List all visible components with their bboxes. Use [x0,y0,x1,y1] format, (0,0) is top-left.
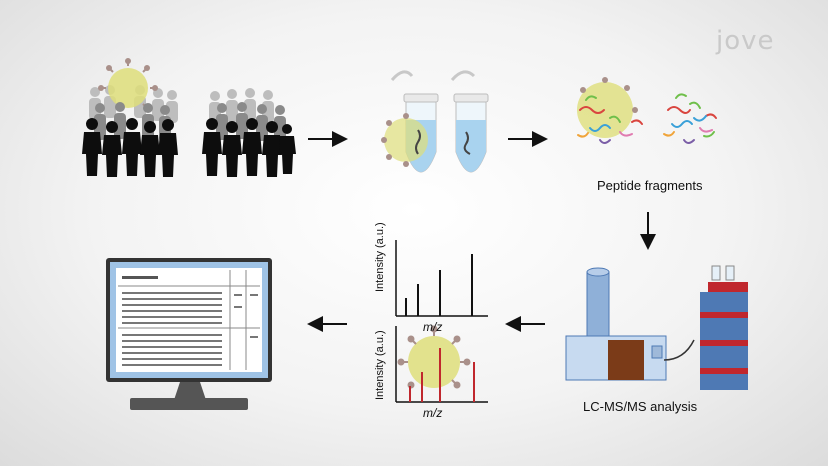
computer-monitor-icon [106,258,272,410]
lcms-analysis-label: LC-MS/MS analysis [583,399,698,414]
spectrum-top-xlabel: m/z [423,320,443,334]
lcms-instrument-icon [565,265,748,390]
alignment-screen [116,268,262,372]
virus-icon [98,58,158,111]
tube-right [450,70,489,173]
healthy-population-icon [202,88,296,177]
spectrum-bottom-ylabel: Intensity (a.u.) [374,330,386,400]
spectrum-bottom-xlabel: m/z [423,406,443,420]
peptide-fragments-label: Peptide fragments [597,178,703,193]
mass-spectrum-bottom [395,325,488,403]
infected-population-icon [82,58,178,177]
mass-spectrum-top [395,240,488,317]
tube-left [381,70,439,173]
hplc-stack-icon [700,265,748,390]
peptide-fragments-icon [577,77,717,144]
spectrum-top-ylabel: Intensity (a.u.) [374,222,386,292]
jove-logo: jove [716,26,775,56]
sample-tubes-icon [381,70,489,173]
